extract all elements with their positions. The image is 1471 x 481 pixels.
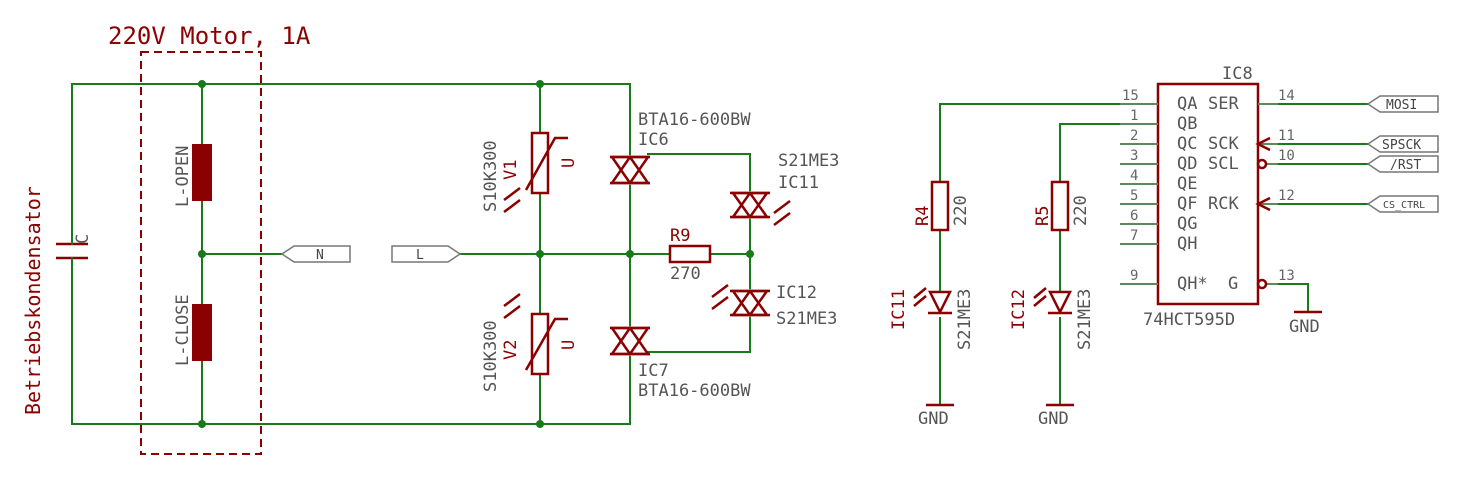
ic8-pin-label: QH* (1177, 274, 1208, 294)
ic8-pin-label: QH (1177, 234, 1197, 254)
ic8-pin-label: RCK (1208, 194, 1239, 214)
ic7-value: BTA16-600BW (638, 381, 751, 401)
junction-dots (198, 80, 754, 428)
r9-name: R9 (670, 226, 690, 246)
ic8-pin-label: QA (1177, 94, 1197, 114)
ic7-name: IC7 (638, 361, 669, 381)
v2-light-arrows (503, 293, 521, 319)
v1-u-mark: U (559, 158, 579, 168)
led-ic11-name: IC11 (889, 289, 909, 330)
ic11-top-value: S21ME3 (778, 151, 839, 171)
ic6-name: IC6 (638, 130, 669, 150)
ic8-pin-label: QE (1177, 174, 1197, 194)
motor-boundary-box (140, 51, 262, 455)
varistor-v2-symbol (524, 312, 568, 376)
ic8-pin-num: 14 (1278, 88, 1295, 104)
ic8-name: IC8 (1222, 64, 1253, 84)
v2-value: S10K300 (481, 320, 501, 392)
resistor-r9-symbol (668, 244, 712, 264)
led-ic11-symbol (913, 287, 953, 315)
spsck-label: SPSCK (1382, 138, 1421, 153)
ic8-pin-num: 13 (1278, 268, 1295, 284)
rst-label: /RST (1390, 158, 1421, 173)
led-ic11-value: S21ME3 (955, 289, 975, 350)
net-l-label: L (416, 248, 424, 263)
cs-ctrl-label: CS_CTRL (1383, 200, 1425, 211)
led-ic12-value: S21ME3 (1075, 289, 1095, 350)
ic8-pin-label: SER (1208, 94, 1239, 114)
opto-triac-ic11-symbol (730, 190, 791, 226)
gnd-label-r5: GND (1038, 409, 1069, 429)
r5-value: 220 (1071, 195, 1091, 226)
capacitor-side-label: Betriebskondensator (21, 186, 45, 415)
opto-triac-ic12-symbol (711, 284, 770, 318)
net-n-flag (280, 245, 351, 263)
cs-ctrl-flag (1366, 195, 1439, 213)
coil-open-label: L-OPEN (173, 146, 193, 207)
coil-close-symbol (192, 304, 212, 361)
resistor-r5-symbol (1050, 180, 1070, 232)
r9-value: 270 (670, 264, 701, 284)
net-n-label: N (316, 248, 324, 263)
v1-name: V1 (501, 160, 521, 180)
capacitor-symbol (56, 237, 88, 265)
v1-light-arrows (503, 187, 521, 213)
ic8-pin-num: 10 (1278, 148, 1295, 164)
capacitor-name: C (73, 234, 93, 244)
ic8-pin-num: 11 (1278, 128, 1295, 144)
r4-value: 220 (951, 195, 971, 226)
ic8-pin-label: SCL (1208, 154, 1239, 174)
spsck-flag (1366, 135, 1439, 153)
varistor-v1-symbol (524, 131, 568, 195)
mosi-flag (1366, 95, 1439, 113)
coil-close-label: L-CLOSE (173, 294, 193, 366)
ic8-pin-label: QB (1177, 114, 1197, 134)
ic8-pin-label: QC (1177, 134, 1197, 154)
led-ic12-name: IC12 (1009, 289, 1029, 330)
v2-name: V2 (501, 340, 521, 360)
ic8-pin-num: 2 (1130, 128, 1138, 144)
net-l-flag (391, 245, 462, 263)
ic8-left-pin-lines (1120, 103, 1158, 285)
ic12-top-value: S21ME3 (776, 309, 837, 329)
ic8-pin-num: 12 (1278, 188, 1295, 204)
ic8-pin-label: QG (1177, 214, 1197, 234)
mosi-label: MOSI (1386, 98, 1417, 113)
ic8-pin-num: 3 (1130, 148, 1138, 164)
ic8-pin-label: QF (1177, 194, 1197, 214)
triac-ic6-symbol (609, 154, 651, 186)
ic8-value: 74HCT595D (1143, 310, 1235, 330)
ic8-pin-label: G (1228, 274, 1238, 294)
ic8-pin-num: 1 (1130, 108, 1138, 124)
ic8-pin-num: 5 (1130, 188, 1138, 204)
gnd-label-ic8: GND (1289, 317, 1320, 337)
motor-title: 220V Motor, 1A (108, 22, 311, 50)
gnd-symbols (926, 310, 1322, 407)
logic-wires (939, 103, 1369, 406)
r4-name: R4 (913, 206, 933, 226)
led-ic12-symbol (1033, 287, 1073, 315)
ic8-right-pin-lines (1255, 103, 1278, 290)
rst-flag (1366, 155, 1439, 173)
ic8-pin-label: SCK (1208, 134, 1239, 154)
v2-u-mark: U (559, 340, 579, 350)
ic8-body (1156, 82, 1260, 306)
gnd-label-r4: GND (918, 409, 949, 429)
ic8-pin-num: 6 (1130, 208, 1138, 224)
ic12-top-name: IC12 (776, 283, 817, 303)
ic8-pin-num: 9 (1130, 268, 1138, 284)
r5-name: R5 (1033, 206, 1053, 226)
ic8-pin-label: QD (1177, 154, 1197, 174)
ic8-pin-num: 15 (1122, 88, 1139, 104)
ic6-value: BTA16-600BW (638, 110, 751, 130)
ic8-pin-num: 4 (1130, 168, 1138, 184)
ic8-pin-num: 7 (1130, 228, 1138, 244)
coil-open-symbol (192, 144, 212, 201)
resistor-r4-symbol (930, 180, 950, 232)
ic11-top-name: IC11 (778, 173, 819, 193)
v1-value: S10K300 (481, 140, 501, 212)
triac-ic7-symbol (609, 325, 651, 357)
